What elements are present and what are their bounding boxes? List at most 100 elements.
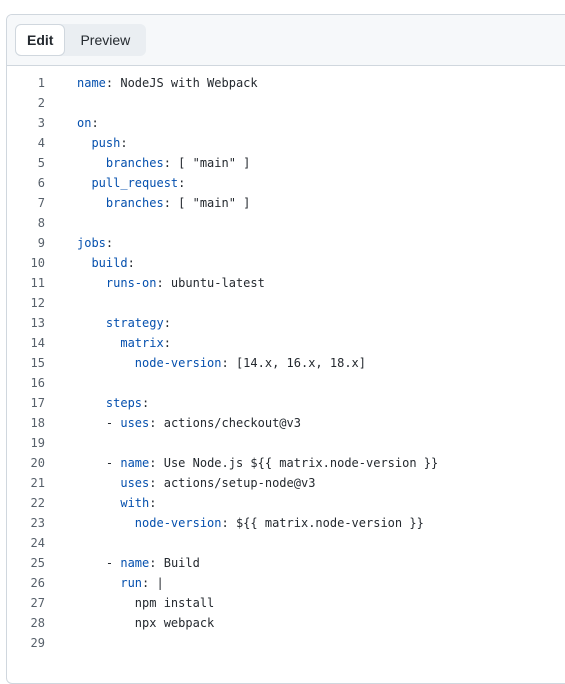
yaml-key: name xyxy=(120,556,150,570)
yaml-value: : actions/setup-node@v3 xyxy=(149,476,316,490)
code-line[interactable]: 8 xyxy=(7,213,565,233)
line-indent xyxy=(77,356,135,370)
line-indent xyxy=(77,336,120,350)
line-indent xyxy=(77,156,106,170)
line-content: steps: xyxy=(45,393,149,413)
yaml-value: : [ "main" ] xyxy=(163,156,251,170)
line-indent xyxy=(77,176,91,190)
line-indent xyxy=(77,316,106,330)
line-number: 11 xyxy=(30,276,45,290)
line-number: 10 xyxy=(30,256,45,270)
line-content: jobs: xyxy=(45,233,113,253)
line-number: 23 xyxy=(30,516,45,530)
yaml-value: : | xyxy=(142,576,164,590)
line-number: 16 xyxy=(30,376,45,390)
code-line[interactable]: 23 node-version: ${{ matrix.node-version… xyxy=(7,513,565,533)
line-number: 4 xyxy=(37,136,45,150)
code-line[interactable]: 27 npm install xyxy=(7,593,565,613)
code-line[interactable]: 22 with: xyxy=(7,493,565,513)
code-line[interactable]: 7 branches: [ "main" ] xyxy=(7,193,565,213)
code-line[interactable]: 18 - uses: actions/checkout@v3 xyxy=(7,413,565,433)
tab-preview[interactable]: Preview xyxy=(80,32,131,48)
line-indent xyxy=(77,256,91,270)
yaml-key: branches xyxy=(105,156,164,170)
code-line[interactable]: 17 steps: xyxy=(7,393,565,413)
yaml-value: : actions/checkout@v3 xyxy=(149,416,301,430)
line-content: node-version: [14.x, 16.x, 18.x] xyxy=(45,353,366,373)
line-indent xyxy=(77,496,120,510)
line-number: 3 xyxy=(37,116,45,130)
line-number: 14 xyxy=(30,336,45,350)
code-line[interactable]: 6 pull_request: xyxy=(7,173,565,193)
line-content xyxy=(45,293,77,313)
yaml-key: run xyxy=(120,576,143,590)
code-line[interactable]: 15 node-version: [14.x, 16.x, 18.x] xyxy=(7,353,565,373)
line-number: 26 xyxy=(30,576,45,590)
code-line[interactable]: 12 xyxy=(7,293,565,313)
line-content xyxy=(45,213,77,233)
line-content: name: NodeJS with Webpack xyxy=(45,73,258,93)
yaml-value: : xyxy=(91,116,99,130)
yaml-value: : NodeJS with Webpack xyxy=(105,76,258,90)
yaml-value: : [14.x, 16.x, 18.x] xyxy=(221,356,367,370)
code-line[interactable]: 21 uses: actions/setup-node@v3 xyxy=(7,473,565,493)
code-line[interactable]: 13 strategy: xyxy=(7,313,565,333)
yaml-value: : xyxy=(163,316,171,330)
code-line[interactable]: 5 branches: [ "main" ] xyxy=(7,153,565,173)
line-indent: - xyxy=(77,556,121,570)
line-content xyxy=(45,433,77,453)
code-line[interactable]: 2 xyxy=(7,93,565,113)
line-content: npx webpack xyxy=(77,616,215,630)
tab-edit[interactable]: Edit xyxy=(15,24,66,56)
yaml-key: jobs xyxy=(77,236,106,250)
code-line[interactable]: 20 - name: Use Node.js ${{ matrix.node-v… xyxy=(7,453,565,473)
line-number: 19 xyxy=(30,436,45,450)
line-content: npm install xyxy=(77,596,215,610)
line-number: 18 xyxy=(30,416,45,430)
line-number: 21 xyxy=(30,476,45,490)
line-content: on: xyxy=(45,113,99,133)
line-number: 27 xyxy=(30,596,45,610)
line-indent: - xyxy=(77,416,121,430)
yaml-value: : xyxy=(163,336,171,350)
yaml-key: branches xyxy=(105,196,164,210)
line-content xyxy=(45,633,77,653)
line-number: 29 xyxy=(30,636,45,650)
line-indent xyxy=(77,576,120,590)
code-line[interactable]: 4 push: xyxy=(7,133,565,153)
yaml-key: node-version xyxy=(134,516,222,530)
code-line[interactable]: 11 runs-on: ubuntu-latest xyxy=(7,273,565,293)
line-content xyxy=(45,93,77,113)
yaml-value: : xyxy=(142,396,150,410)
code-line[interactable]: 26 run: | xyxy=(7,573,565,593)
line-content: - name: Build xyxy=(45,553,200,573)
line-indent xyxy=(77,476,120,490)
line-content: with: xyxy=(45,493,156,513)
code-line[interactable]: 16 xyxy=(7,373,565,393)
code-line[interactable]: 28 npx webpack xyxy=(7,613,565,633)
yaml-key: node-version xyxy=(134,356,222,370)
yaml-value: : Use Node.js ${{ matrix.node-version }} xyxy=(149,456,439,470)
code-line[interactable]: 10 build: xyxy=(7,253,565,273)
code-line[interactable]: 29 xyxy=(7,633,565,653)
line-number: 6 xyxy=(37,176,45,190)
yaml-key: uses xyxy=(120,416,150,430)
yaml-key: build xyxy=(91,256,128,270)
yaml-value: : Build xyxy=(149,556,200,570)
code-line[interactable]: 25 - name: Build xyxy=(7,553,565,573)
line-number: 24 xyxy=(30,536,45,550)
yaml-key: on xyxy=(77,116,92,130)
line-number: 15 xyxy=(30,356,45,370)
line-indent xyxy=(77,516,135,530)
line-number: 2 xyxy=(37,96,45,110)
line-content: node-version: ${{ matrix.node-version }} xyxy=(45,513,424,533)
code-line[interactable]: 19 xyxy=(7,433,565,453)
yaml-value: : ${{ matrix.node-version }} xyxy=(221,516,424,530)
code-line[interactable]: 14 matrix: xyxy=(7,333,565,353)
code-line[interactable]: 24 xyxy=(7,533,565,553)
yaml-key: name xyxy=(120,456,150,470)
